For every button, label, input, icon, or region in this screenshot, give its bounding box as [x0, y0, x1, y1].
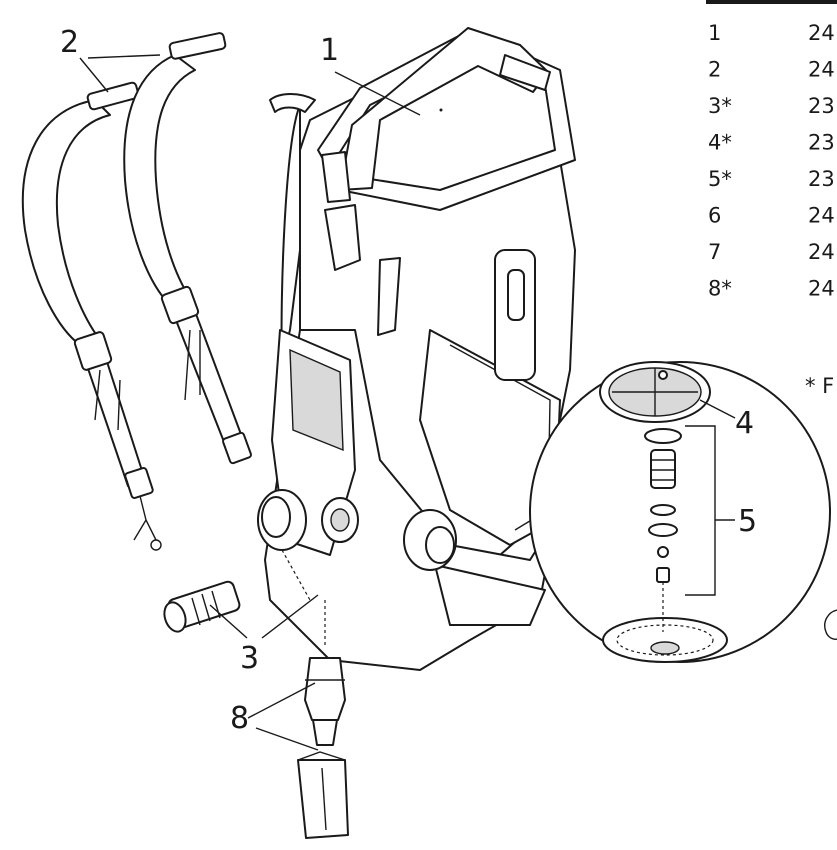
parts-table-item: 3*: [708, 94, 732, 118]
filter-detail-magnifier: [529, 361, 831, 663]
parts-table-part-number: 24: [808, 204, 835, 228]
cropped-part-edge: [824, 609, 837, 640]
callout-3: 3: [240, 641, 259, 676]
tank-lid: [317, 27, 576, 211]
parts-table-item: 6: [708, 204, 721, 228]
callout-8: 8: [230, 701, 249, 736]
parts-table-part-number: 23: [808, 131, 835, 155]
parts-table-part-number: 24: [808, 240, 835, 264]
callout-2: 2: [60, 25, 79, 60]
callout-labels: 1 2 3 4 5 8: [60, 25, 757, 736]
parts-table-part-number: 23: [808, 94, 835, 118]
callout-1: 1: [320, 33, 339, 68]
parts-table: 1 24 2 24 3* 23 4* 23 5* 23 6 24 7 24 8* 24 * F: [706, 0, 837, 398]
parts-table-part-number: 23: [808, 167, 835, 191]
callout-5: 5: [738, 504, 757, 539]
hose-connector: [163, 580, 241, 633]
parts-table-item: 8*: [708, 277, 732, 301]
parts-table-part-number: 24: [808, 58, 835, 82]
callout-leaders: [79, 54, 421, 751]
parts-table-item: 4*: [708, 131, 732, 155]
parts-table-item: 1: [708, 21, 721, 45]
shoulder-straps: [21, 32, 252, 551]
parts-table-part-number: 24: [808, 21, 835, 45]
parts-table-item: 2: [708, 58, 721, 82]
parts-table-part-number: 24: [808, 277, 835, 301]
callout-4: 4: [735, 406, 754, 441]
parts-table-item: 7: [708, 240, 721, 264]
parts-table-item: 5*: [708, 167, 732, 191]
backpack-body: [257, 89, 576, 671]
nozzle-and-cap: [297, 657, 349, 839]
parts-table-footnote: * F: [805, 374, 834, 398]
